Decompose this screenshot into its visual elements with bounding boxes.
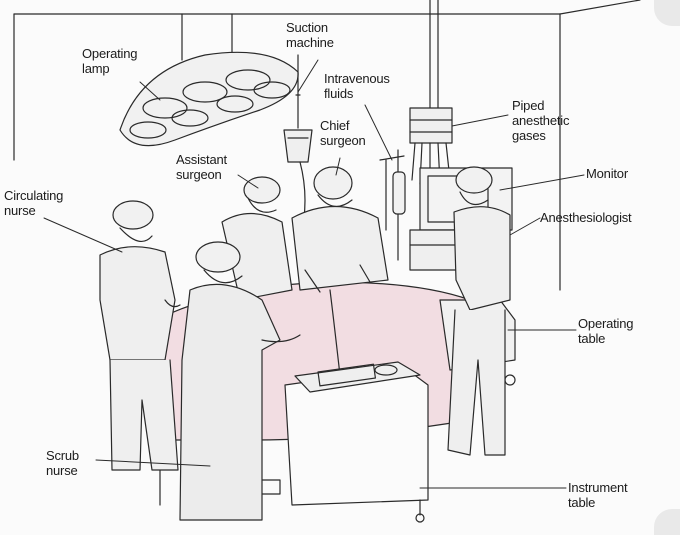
- label-scrub-nurse: Scrub nurse: [46, 448, 79, 478]
- label-line: Monitor: [586, 166, 628, 181]
- label-line: Assistant: [176, 152, 227, 167]
- label-intravenous-fluids: Intravenous fluids: [324, 71, 390, 101]
- label-circulating-nurse: Circulating nurse: [4, 188, 63, 218]
- label-line: Operating: [578, 316, 634, 331]
- label-line: lamp: [82, 61, 110, 76]
- label-instrument-table: Instrument table: [568, 480, 628, 510]
- label-line: Circulating: [4, 188, 64, 203]
- label-line: anesthetic: [512, 113, 570, 128]
- corner-shade: [654, 509, 680, 535]
- label-line: machine: [286, 35, 334, 50]
- label-line: table: [568, 495, 596, 510]
- label-piped-anesthetic-gases: Piped anesthetic gases: [512, 98, 569, 143]
- label-line: Piped: [512, 98, 545, 113]
- label-chief-surgeon: Chief surgeon: [320, 118, 366, 148]
- label-line: surgeon: [320, 133, 366, 148]
- label-line: nurse: [4, 203, 36, 218]
- instrument-table: [284, 361, 429, 523]
- label-line: Suction: [286, 20, 328, 35]
- label-line: nurse: [46, 463, 78, 478]
- label-line: fluids: [324, 86, 354, 101]
- label-line: Chief: [320, 118, 350, 133]
- label-assistant-surgeon: Assistant surgeon: [176, 152, 227, 182]
- leader-lines: [43, 59, 585, 489]
- label-line: surgeon: [176, 167, 222, 182]
- label-operating-lamp: Operating lamp: [82, 46, 137, 76]
- circulating-nurse: [99, 200, 181, 471]
- scrub-nurse: [179, 241, 301, 521]
- label-line: gases: [512, 128, 546, 143]
- label-line: Anesthesiologist: [540, 210, 632, 225]
- label-monitor: Monitor: [586, 166, 628, 181]
- operating-lamp: [119, 13, 299, 147]
- label-line: Scrub: [46, 448, 79, 463]
- label-line: Intravenous: [324, 71, 390, 86]
- label-operating-table: Operating table: [578, 316, 633, 346]
- label-line: table: [578, 331, 606, 346]
- chief-surgeon: [291, 166, 389, 293]
- anesthesiologist: [447, 166, 511, 456]
- label-line: Instrument: [568, 480, 628, 495]
- label-suction-machine: Suction machine: [286, 20, 334, 50]
- room-walls: [13, 0, 641, 291]
- label-anesthesiologist: Anesthesiologist: [540, 210, 632, 225]
- iv-stand: [379, 149, 406, 261]
- label-line: Operating: [82, 46, 138, 61]
- piped-gas-column: [409, 107, 453, 187]
